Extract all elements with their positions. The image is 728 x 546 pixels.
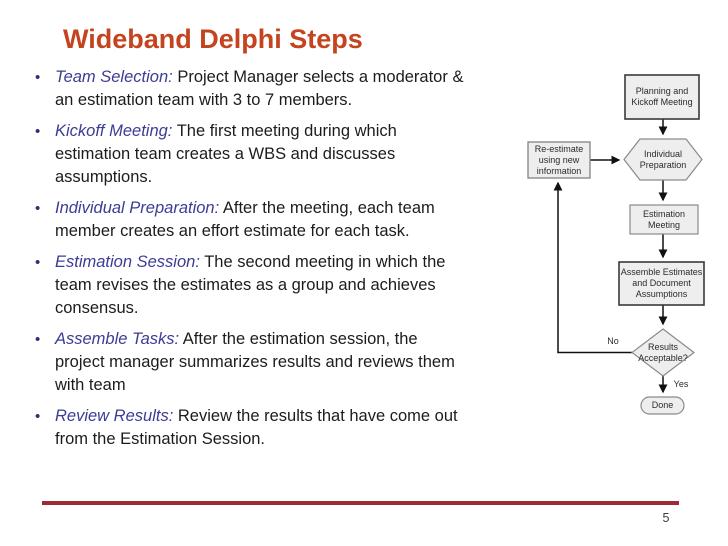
- bullet-lead: Team Selection:: [55, 68, 173, 86]
- edge-label-yes: Yes: [673, 379, 689, 389]
- planning-node: [624, 74, 700, 120]
- bullet-text: Project Manager selects a moderator & an…: [55, 68, 464, 109]
- bullet-dot-icon: •: [35, 408, 41, 425]
- bullet-review-results: • Review Results: Review the results that…: [33, 405, 515, 451]
- footer-divider: [42, 501, 679, 505]
- bullet-lead: Estimation Session:: [55, 253, 200, 271]
- bullet-dot-icon: •: [35, 69, 41, 86]
- bullet-lead: Assemble Tasks:: [55, 330, 180, 348]
- bullet-text: After the meeting, each team member crea…: [55, 199, 435, 240]
- bullet-text: Review the results that have come out fr…: [55, 407, 458, 448]
- flowchart-diagram: [527, 74, 705, 415]
- bullet-team-selection: • Team Selection: Project Manager selects…: [33, 66, 515, 112]
- bullet-lead: Review Results:: [55, 407, 174, 425]
- bullet-text: The second meeting in which the team rev…: [55, 253, 446, 317]
- individual-node-label: Individual Preparation: [639, 148, 687, 170]
- bullet-text: After the estimation session, the projec…: [55, 330, 455, 394]
- done-node: [640, 396, 685, 415]
- estimation-node-label: Estimation Meeting: [642, 208, 686, 230]
- bullet-text: The first meeting during which estimatio…: [55, 122, 397, 186]
- individual-node: [623, 138, 703, 181]
- bullet-estimation-session: • Estimation Session: The second meeting …: [33, 251, 515, 320]
- bullet-individual-preparation: • Individual Preparation: After the meeti…: [33, 197, 515, 243]
- bullet-assemble-tasks: • Assemble Tasks: After the estimation se…: [33, 328, 515, 397]
- edge-label-no: No: [607, 336, 619, 346]
- reestimate-node-label: Re-estimate using new information: [534, 143, 584, 176]
- page-number: 5: [662, 511, 670, 525]
- done-node-label: Done: [651, 399, 674, 410]
- bullet-lead: Individual Preparation:: [55, 199, 220, 217]
- bullet-dot-icon: •: [35, 200, 41, 217]
- bullet-lead: Kickoff Meeting:: [55, 122, 173, 140]
- slide-title: Wideband Delphi Steps: [63, 24, 363, 54]
- bullet-dot-icon: •: [35, 331, 41, 348]
- connector-results-no-loop: [553, 181, 632, 354]
- assemble-node: [618, 261, 705, 306]
- results-decision-node: [631, 328, 695, 377]
- bullet-dot-icon: •: [35, 254, 41, 271]
- estimation-node: [629, 204, 699, 235]
- planning-node-label: Planning and Kickoff Meeting: [631, 86, 693, 107]
- reestimate-node: [527, 141, 591, 179]
- bullet-dot-icon: •: [35, 123, 41, 140]
- bullet-kickoff-meeting: • Kickoff Meeting: The first meeting duri…: [33, 120, 515, 189]
- assemble-node-label: Assemble Estimates and Document Assumpti…: [620, 267, 703, 299]
- results-node-label: Results Acceptable?: [638, 341, 688, 363]
- bullet-list: • Team Selection: Project Manager selects…: [33, 66, 515, 459]
